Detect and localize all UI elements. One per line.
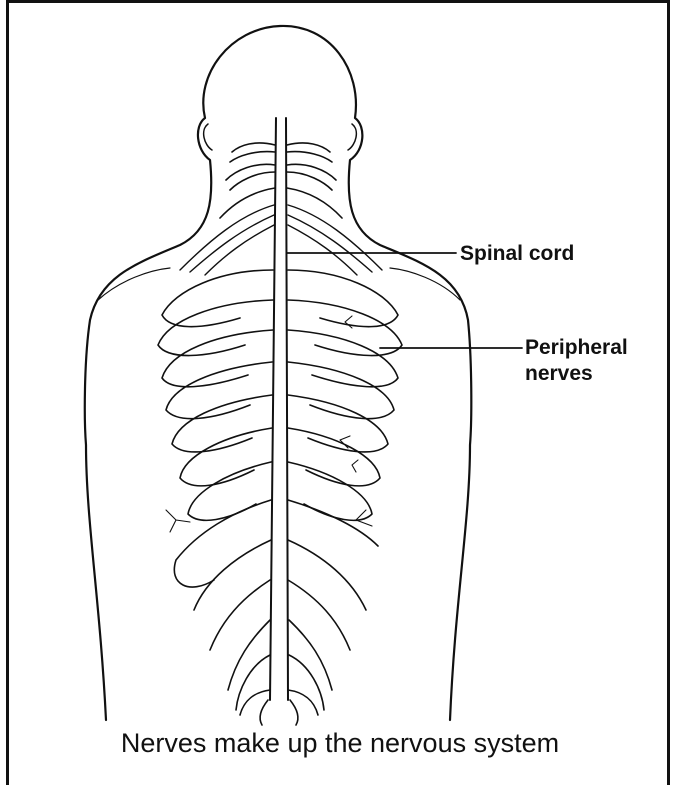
body-outline [85, 26, 472, 720]
nerve-branches [166, 316, 372, 532]
left-ear [204, 124, 212, 150]
brachial-nerves [180, 205, 382, 275]
peripheral-nerves-label-line2: nerves [525, 362, 593, 386]
right-ear [348, 124, 356, 150]
cauda-equina [240, 690, 318, 725]
cervical-nerves [220, 143, 342, 218]
spinal-cord-label: Spinal cord [460, 242, 574, 266]
peripheral-nerves-label-line1: Peripheral [525, 336, 628, 360]
figure-caption: Nerves make up the nervous system [0, 728, 680, 759]
right-peripheral-nerves [288, 270, 402, 710]
left-peripheral-nerves [158, 270, 273, 710]
